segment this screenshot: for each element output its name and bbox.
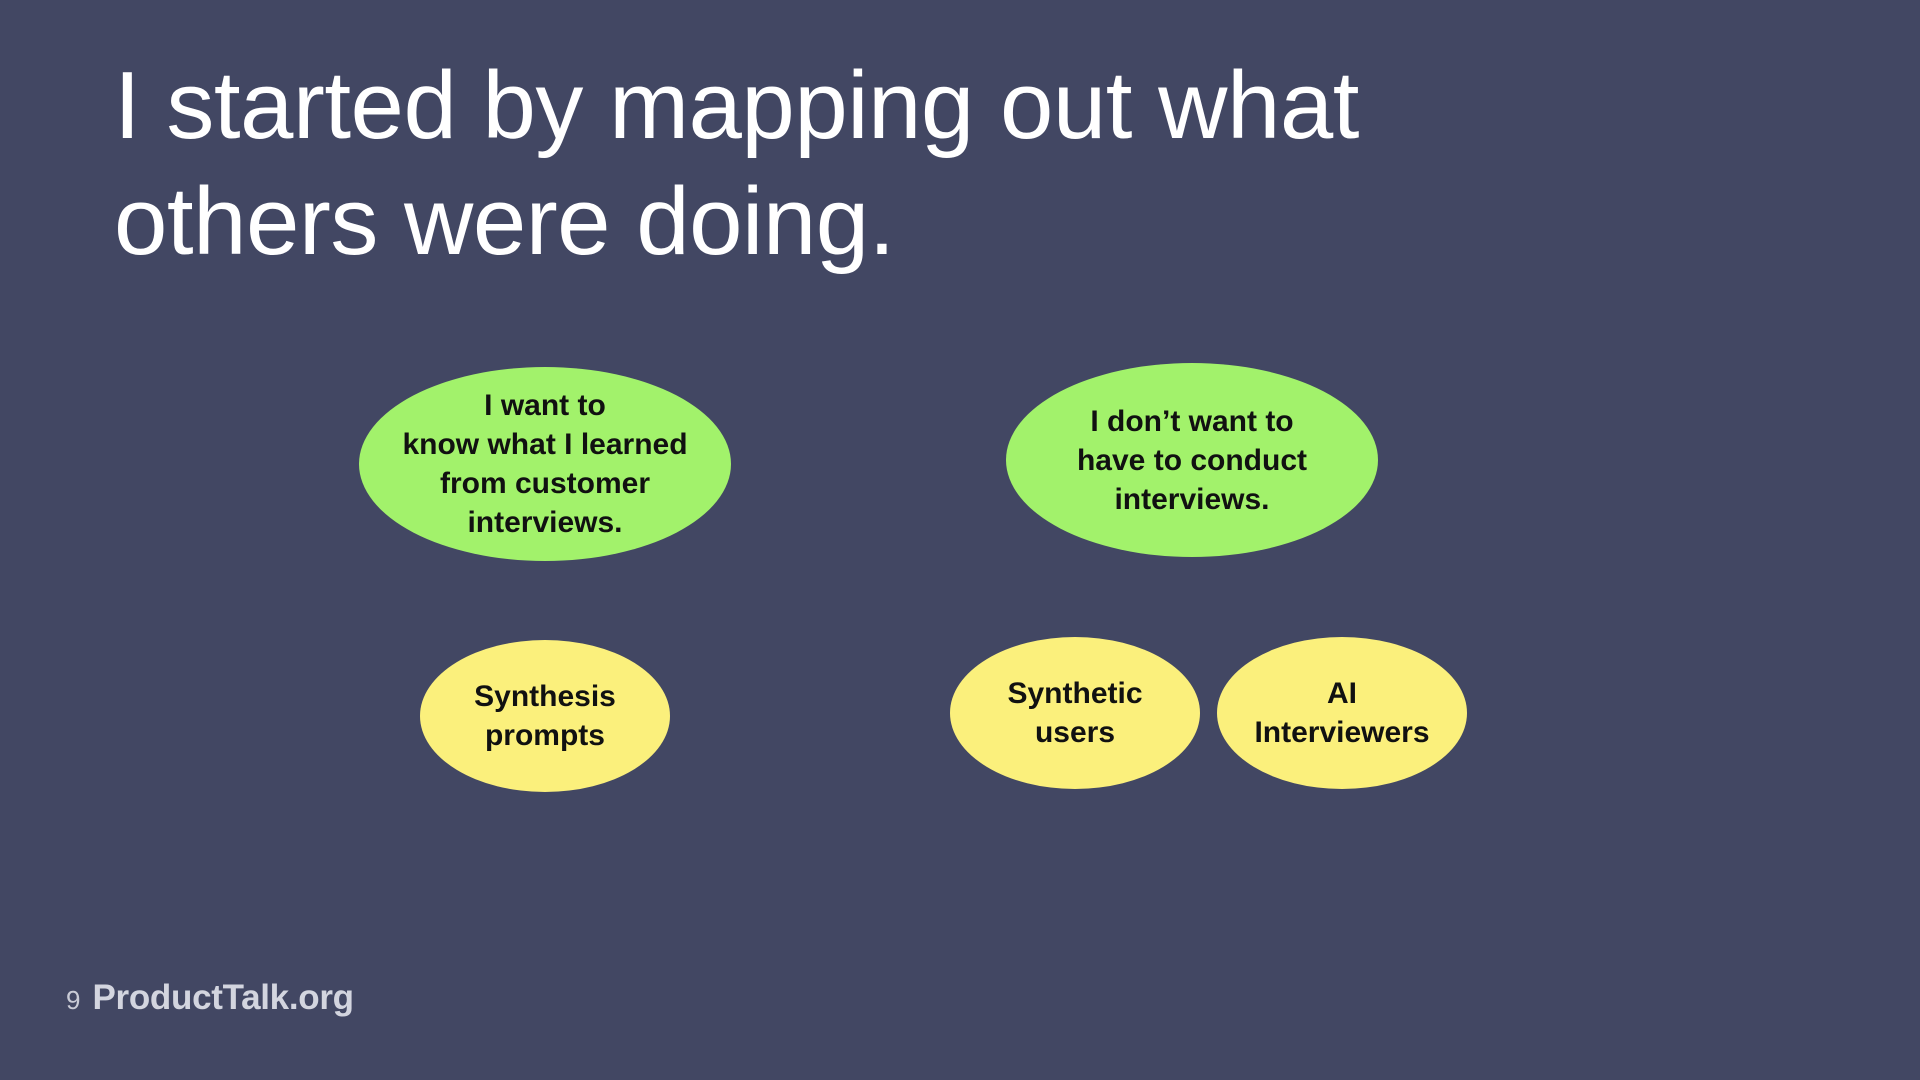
need-oval-no-interviews: I don’t want to have to conduct intervie… xyxy=(1006,363,1378,557)
solution-oval-label: Synthetic users xyxy=(1007,677,1143,749)
solution-oval-ai-interviewers: AI Interviewers xyxy=(1217,637,1467,789)
solution-oval-synthetic-users: Synthetic users xyxy=(950,637,1200,789)
brand-logo-text: ProductTalk.org xyxy=(92,978,354,1017)
slide-title: I started by mapping out what others wer… xyxy=(114,52,1359,275)
solution-oval-label: AI Interviewers xyxy=(1254,677,1430,749)
solution-oval-synthesis-prompts: Synthesis prompts xyxy=(420,640,670,792)
need-oval-know-learnings: I want to know what I learned from custo… xyxy=(359,367,731,561)
need-oval-label: I want to know what I learned from custo… xyxy=(402,389,688,539)
page-number: 9 xyxy=(66,985,81,1015)
need-oval-label: I don’t want to have to conduct intervie… xyxy=(1076,404,1308,516)
slide-footer: 9 ProductTalk.org xyxy=(66,978,354,1018)
solution-oval-label: Synthesis prompts xyxy=(474,680,616,752)
